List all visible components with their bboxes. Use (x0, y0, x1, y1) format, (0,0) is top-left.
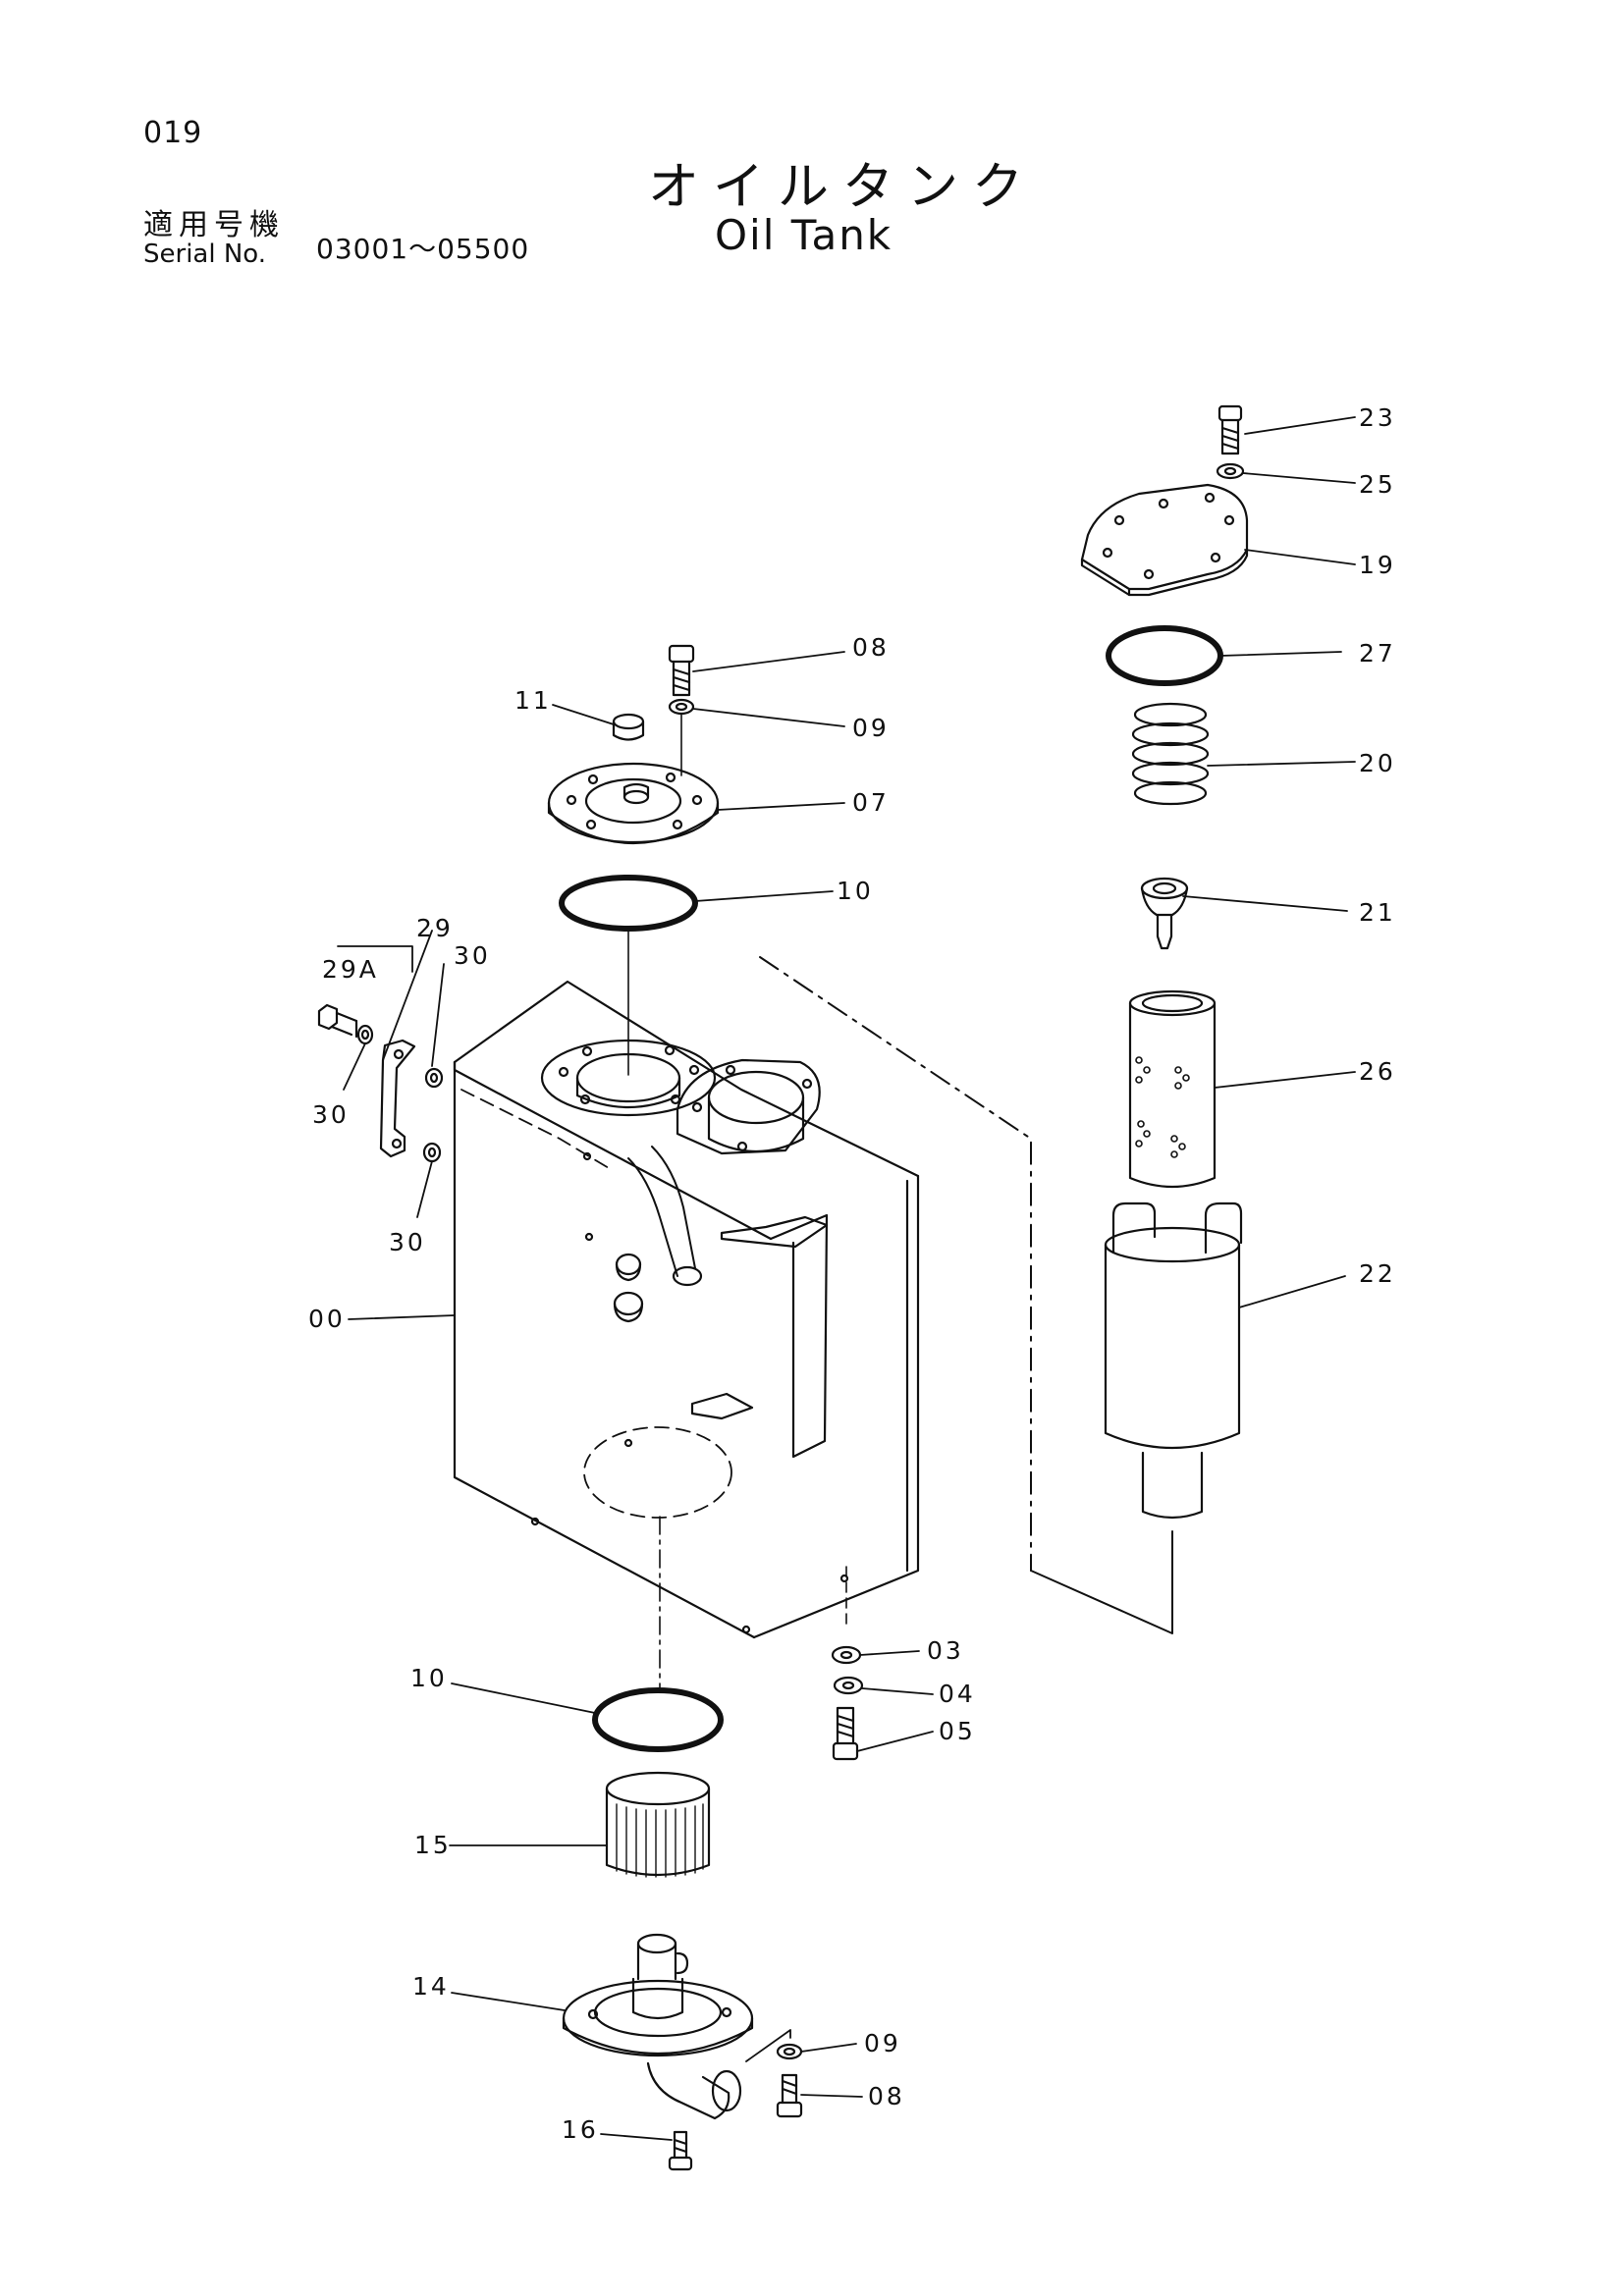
part-filter-element-15 (605, 1771, 711, 1878)
part-washer-30-upper (424, 1067, 444, 1089)
part-washer-25 (1216, 462, 1245, 480)
callout-15: 15 (414, 1831, 452, 1859)
part-valve-21 (1140, 877, 1189, 950)
part-tank-00 (453, 980, 920, 1639)
callout-19: 19 (1359, 551, 1396, 579)
callout-29A: 29A (322, 955, 379, 984)
callout-27: 27 (1359, 639, 1396, 667)
callout-10-bottom: 10 (410, 1664, 448, 1692)
part-filter-head-14 (562, 1933, 754, 2120)
part-o-ring-10-top (559, 875, 698, 932)
callout-23: 23 (1359, 403, 1396, 432)
part-cover-07 (547, 762, 720, 844)
serial-label-english: Serial No. (143, 240, 266, 269)
dash-dot-leader-tank-to-strainer (759, 956, 1032, 1572)
part-o-ring-27 (1106, 625, 1223, 686)
part-washer-30-left (356, 1024, 374, 1045)
page-number: 019 (143, 116, 203, 150)
callout-30-upper: 30 (454, 941, 491, 970)
serial-label-japanese: 適用号機 (143, 208, 285, 242)
callout-03: 03 (927, 1636, 964, 1665)
callout-00: 00 (308, 1305, 346, 1333)
part-bracket-29 (379, 1039, 416, 1158)
callout-09-top: 09 (852, 714, 890, 742)
part-washer-03 (831, 1645, 862, 1665)
title-japanese: オイルタンク (648, 158, 1038, 217)
part-bolt-29A (317, 1003, 358, 1039)
callout-04: 04 (939, 1680, 976, 1708)
part-spring-20 (1131, 702, 1210, 806)
part-washer-04 (833, 1676, 864, 1695)
part-bolt-23 (1217, 404, 1243, 455)
callout-21: 21 (1359, 898, 1396, 927)
part-plug-11 (612, 713, 645, 741)
callout-05: 05 (939, 1717, 976, 1745)
callout-14: 14 (412, 1972, 450, 2001)
callout-16: 16 (562, 2115, 599, 2144)
part-bolt-08-top (668, 644, 695, 697)
callout-25: 25 (1359, 470, 1396, 499)
serial-range: 03001～05500 (316, 233, 530, 265)
callout-20: 20 (1359, 749, 1396, 777)
callout-10-top: 10 (837, 877, 874, 905)
title-english: Oil Tank (715, 211, 893, 259)
part-bolt-05 (832, 1706, 859, 1761)
callout-08-bottom: 08 (868, 2082, 905, 2110)
part-bolt-16 (668, 2130, 693, 2171)
callout-22: 22 (1359, 1259, 1396, 1288)
part-washer-09-bottom (776, 2043, 803, 2060)
callout-30-lower: 30 (389, 1228, 426, 1256)
callout-26: 26 (1359, 1057, 1396, 1086)
part-o-ring-10-bottom (592, 1687, 724, 1752)
part-bolt-08-bottom (776, 2073, 803, 2118)
callout-09-bottom: 09 (864, 2029, 901, 2057)
callout-11: 11 (514, 686, 552, 715)
part-washer-30-lower (422, 1142, 442, 1163)
callout-07: 07 (852, 788, 890, 817)
part-cover-19 (1080, 483, 1249, 597)
part-strainer-26 (1128, 989, 1217, 1189)
callout-29: 29 (416, 914, 454, 942)
part-washer-09-top (668, 698, 695, 716)
callout-30-left: 30 (312, 1100, 350, 1129)
callout-08-top: 08 (852, 633, 890, 662)
part-strainer-case-22 (1104, 1201, 1243, 1520)
strainer-center-line (1030, 1530, 1173, 1634)
